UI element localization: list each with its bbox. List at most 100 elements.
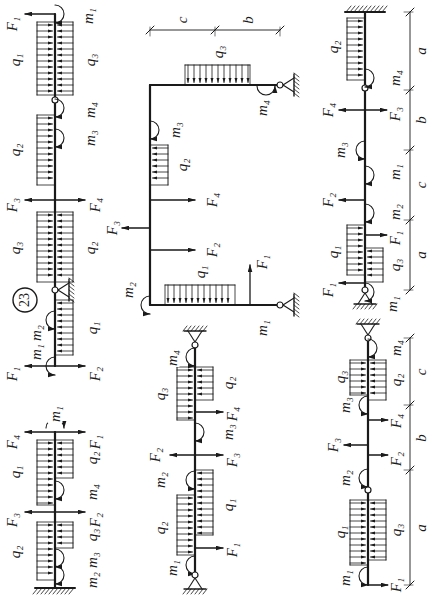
- hatch: [199, 326, 203, 331]
- moment-arc: [150, 121, 159, 139]
- extension-line: [150, 27, 151, 36]
- load-arrow: [371, 369, 387, 370]
- load-arrow: [177, 522, 193, 523]
- load-label: q₂: [153, 521, 168, 536]
- load-arrow: [153, 160, 169, 161]
- load-label: m₁: [388, 163, 403, 181]
- load-arrow: [198, 527, 214, 528]
- hatch: [294, 297, 299, 301]
- load-arrow: [371, 363, 387, 364]
- load-arrow: [198, 503, 214, 504]
- load-arrow: [177, 552, 193, 553]
- hinge: [192, 572, 198, 578]
- load-arrow: [198, 382, 214, 383]
- load-label: m₃: [168, 121, 183, 139]
- load-arrow: [58, 49, 74, 50]
- hatch: [183, 589, 187, 594]
- load-arrow: [371, 521, 387, 522]
- extension-line: [404, 220, 413, 221]
- load-arrow: [350, 527, 366, 528]
- load-label: F₂: [88, 512, 103, 528]
- load-arrow: [224, 65, 225, 83]
- load-edge: [368, 400, 386, 401]
- force-arrow: [55, 431, 85, 432]
- load-label: F₃: [388, 106, 403, 122]
- support-leg: [195, 331, 202, 342]
- load-edge: [37, 505, 55, 506]
- hatch: [360, 319, 364, 324]
- load-label: q₃: [333, 370, 348, 385]
- load-arrow: [177, 394, 193, 395]
- load-edge: [177, 555, 195, 556]
- pin-support: [277, 73, 299, 97]
- hatch: [376, 319, 380, 324]
- load-arrow: [177, 546, 193, 547]
- load-arrow: [177, 510, 193, 511]
- load-edge: [386, 360, 387, 400]
- load-arrow: [371, 503, 387, 504]
- load-arrow: [58, 321, 74, 322]
- load-arrow: [153, 154, 169, 155]
- load-arrow: [58, 345, 74, 346]
- hinge: [277, 82, 283, 88]
- load-edge: [383, 248, 384, 282]
- load-arrow: [350, 363, 366, 364]
- load-label: q₃: [389, 523, 404, 538]
- load-arrow: [198, 370, 214, 371]
- load-label: F₁: [5, 366, 20, 382]
- load-arrow: [368, 257, 384, 258]
- load-arrow: [192, 285, 193, 303]
- load-arrow: [180, 285, 181, 303]
- load-arrow: [371, 393, 387, 394]
- load-arrow: [177, 498, 193, 499]
- load-arrow: [347, 69, 363, 70]
- moment-arc: [186, 556, 195, 574]
- load-arrow: [230, 65, 231, 83]
- frame-member: [150, 84, 280, 86]
- moment-arc: [365, 166, 374, 184]
- load-edge: [55, 478, 73, 479]
- pin-support: [183, 572, 207, 594]
- hatch: [294, 81, 299, 85]
- force-arrow: [368, 584, 388, 585]
- load-arrow: [58, 543, 74, 544]
- load-label: q₁: [333, 525, 348, 540]
- load-arrow: [37, 491, 53, 492]
- load-arrow: [37, 118, 53, 119]
- force-arrow: [25, 511, 55, 512]
- load-arrow: [58, 221, 74, 222]
- load-edge: [350, 565, 368, 566]
- load-arrow: [371, 375, 387, 376]
- load-arrow: [368, 251, 384, 252]
- load-arrow: [198, 473, 214, 474]
- load-label: q₂: [83, 241, 98, 256]
- load-label: m₃: [338, 396, 353, 414]
- fixed-wall: [345, 6, 387, 12]
- load-label: q₁: [326, 245, 341, 260]
- load-arrow: [350, 551, 366, 552]
- load-label: m₄: [85, 483, 100, 501]
- hatch: [191, 589, 195, 594]
- load-arrow: [177, 388, 193, 389]
- force-arrow: [339, 199, 365, 200]
- hatch: [294, 305, 299, 309]
- force-arrow: [55, 365, 85, 366]
- load-edge: [37, 580, 55, 581]
- load-arrow: [58, 467, 74, 468]
- load-arrow: [177, 528, 193, 529]
- load-edge: [365, 282, 383, 283]
- extension-line: [215, 27, 216, 36]
- load-arrow: [177, 412, 193, 413]
- load-arrow: [58, 315, 74, 316]
- load-arrow: [37, 269, 53, 270]
- load-arrow: [58, 37, 74, 38]
- load-arrow: [350, 369, 366, 370]
- load-arrow: [228, 285, 229, 303]
- extension-line: [404, 290, 413, 291]
- load-edge: [55, 95, 73, 96]
- hinge: [52, 287, 58, 293]
- load-arrow: [347, 63, 363, 64]
- load-edge: [368, 500, 386, 501]
- support-leg: [283, 78, 294, 85]
